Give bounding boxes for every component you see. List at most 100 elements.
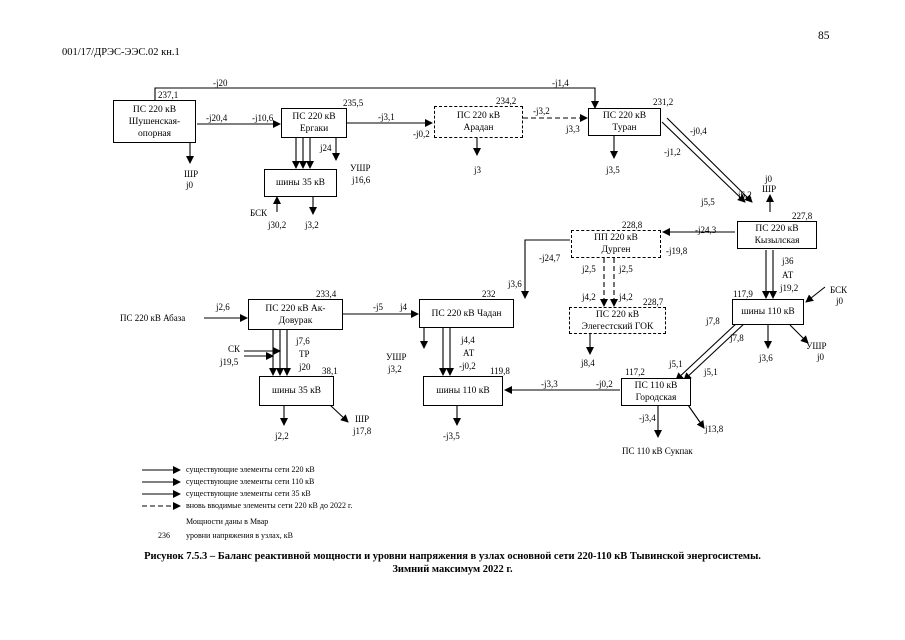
node-ak-dovurak-35: шины 35 кВ <box>259 376 334 406</box>
voltage-ergaki: 235,5 <box>343 98 364 108</box>
flow-label: j2,2 <box>275 431 289 441</box>
figure-caption: Рисунок 7.5.3 – Баланс реактивной мощнос… <box>144 551 761 575</box>
flow-label: -j24,7 <box>539 253 561 263</box>
node-turan: ПС 220 кВ Туран <box>588 108 661 136</box>
node-kyzyl-110: шины 110 кВ <box>732 299 804 325</box>
flow-label: j4,4 <box>461 335 475 345</box>
flow-label: -j19,8 <box>666 246 688 256</box>
at-label: АТ <box>782 270 794 280</box>
page-number: 85 <box>818 30 830 42</box>
flow-label: j17,8 <box>353 426 372 436</box>
voltage-kyzyl-110: 117,9 <box>733 289 753 299</box>
legend-mvar: Мощности даны в Мвар <box>186 517 269 526</box>
flow-label: -j10,6 <box>252 113 274 123</box>
shr-label: ШР <box>184 169 199 179</box>
flow-label: j3,2 <box>388 364 402 374</box>
flow-label: j6,2 <box>738 190 752 200</box>
node-shushenskaya: ПС 220 кВ Шушенская- опорная <box>113 100 196 143</box>
flow-label: j8,4 <box>581 358 595 368</box>
flow-label: j3,6 <box>508 279 522 289</box>
voltage-elegest: 228,7 <box>643 297 664 307</box>
node-ergaki: ПС 220 кВ Ергаки <box>281 108 347 138</box>
flow-label: j4,2 <box>619 292 633 302</box>
flow-label: j5,1 <box>704 367 718 377</box>
ushr-label: УШР <box>350 163 371 173</box>
flow-label: j30,2 <box>268 220 287 230</box>
node-ergaki-35: шины 35 кВ <box>264 169 337 197</box>
flow-label: j3,5 <box>606 165 620 175</box>
flow-label: -j3,2 <box>533 106 550 116</box>
flow-label: j13,8 <box>705 424 724 434</box>
flow-label: -j3,3 <box>541 379 558 389</box>
flow-label: j0 <box>186 180 194 190</box>
voltage-chadan-110: 119,8 <box>490 366 510 376</box>
legend-new: вновь вводимые элементы сети 220 кВ до 2… <box>186 501 353 510</box>
legend-voltage: уровни напряжения в узлах, кВ <box>186 531 293 540</box>
flow-label: -j3,5 <box>443 431 460 441</box>
flow-label: j24 <box>320 143 332 153</box>
flow-label: j19,2 <box>780 283 799 293</box>
sukpak-label: ПС 110 кВ Сукпак <box>622 446 693 456</box>
voltage-aradan: 234,2 <box>496 96 517 106</box>
node-chadan-110: шины 110 кВ <box>423 376 503 406</box>
flow-label: -j1,2 <box>664 147 681 157</box>
bsk-label: БСК <box>830 285 848 295</box>
flow-label: -j0,4 <box>690 126 707 136</box>
flow-label: j7,8 <box>706 316 720 326</box>
flow-label: j7,8 <box>730 333 744 343</box>
legend-voltage-num: 236 <box>158 531 170 540</box>
voltage-shushenskaya: 237,1 <box>158 90 179 100</box>
voltage-gorodskaya: 117,2 <box>625 367 645 377</box>
tr-label: ТР <box>299 349 310 359</box>
flow-label: j0 <box>765 174 773 184</box>
flow-label: -j5 <box>373 302 383 312</box>
flow-label: j7,6 <box>296 336 310 346</box>
legend-110: существующие элементы сети 110 кВ <box>186 477 315 486</box>
node-chadan: ПС 220 кВ Чадан <box>419 299 514 328</box>
bsk-label: БСК <box>250 208 268 218</box>
shr-label: ШР <box>355 414 370 424</box>
flow-label: j36 <box>782 256 794 266</box>
flow-label: -j3,1 <box>378 112 395 122</box>
node-ak-dovurak: ПС 220 кВ Ак- Довурак <box>248 299 343 330</box>
node-elegest: ПС 220 кВ Элегестский ГОК <box>569 307 666 334</box>
voltage-chadan: 232 <box>482 289 496 299</box>
voltage-ak-dovurak: 233,4 <box>316 289 337 299</box>
flow-label: j2,5 <box>582 264 596 274</box>
flow-label: j0 <box>836 296 844 306</box>
flow-label: j3 <box>474 165 482 175</box>
flow-label: -j20 <box>213 78 228 88</box>
flow-label: -j0,2 <box>413 129 430 139</box>
flow-label: -j0,2 <box>459 361 476 371</box>
flow-label: j5,5 <box>701 197 715 207</box>
legend-35: существующие элементы сети 35 кВ <box>186 489 311 498</box>
flow-label: -j24,3 <box>695 225 717 235</box>
flow-label: j20 <box>299 362 311 372</box>
flow-label: j3,2 <box>305 220 319 230</box>
flow-label: j5,1 <box>669 359 683 369</box>
flow-label: -j20,4 <box>206 113 228 123</box>
flow-label: j4,2 <box>582 292 596 302</box>
node-aradan: ПС 220 кВ Арадан <box>434 106 523 138</box>
flow-label: j2,5 <box>619 264 633 274</box>
flow-label: j19,5 <box>220 357 239 367</box>
node-durgen: ПП 220 кВ Дурген <box>571 230 661 258</box>
voltage-durgen: 228,8 <box>622 220 643 230</box>
node-gorodskaya: ПС 110 кВ Городская <box>621 378 691 406</box>
legend-220: существующие элементы сети 220 кВ <box>186 465 315 474</box>
flow-label: j2,6 <box>216 302 230 312</box>
flow-label: j0 <box>817 352 825 362</box>
sk-label: СК <box>228 344 241 354</box>
flow-label: -j1,4 <box>552 78 569 88</box>
document-code: 001/17/ДРЭС-ЭЭС.02 кн.1 <box>62 47 180 58</box>
ushr-label: УШР <box>386 352 407 362</box>
voltage-ak-dovurak-35: 38,1 <box>322 366 338 376</box>
abaza-label: ПС 220 кВ Абаза <box>120 313 186 323</box>
flow-label: j4 <box>400 302 408 312</box>
at-label: АТ <box>463 348 475 358</box>
flow-label: -j0,2 <box>596 379 613 389</box>
flow-label: j3,3 <box>566 124 580 134</box>
node-kyzylskaya: ПС 220 кВ Кызылская <box>737 221 817 249</box>
voltage-kyzylskaya: 227,8 <box>792 211 813 221</box>
